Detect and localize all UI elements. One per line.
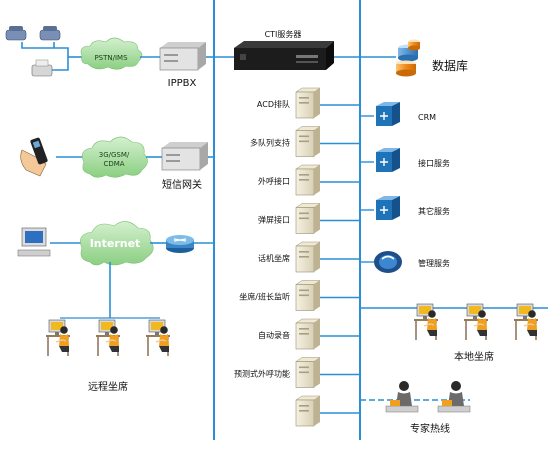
service-label: 管理服务 xyxy=(418,258,450,268)
database-icon xyxy=(396,39,420,77)
local-seat-workstation xyxy=(413,303,439,341)
module-server-icon xyxy=(295,280,321,311)
sms-gateway-label: 短信网关 xyxy=(162,178,202,191)
internet-cloud-label: Internet xyxy=(90,237,141,250)
module-row: 自动录音 xyxy=(258,318,360,350)
expert-seat-icon xyxy=(437,381,471,413)
remote-seat-workstation xyxy=(45,319,71,357)
service-switch-icon xyxy=(376,196,400,220)
module-label: 自动录音 xyxy=(258,330,290,340)
cti-server-rack-icon xyxy=(234,41,334,70)
module-label: 多队列支持 xyxy=(250,138,290,148)
local-seat-workstation xyxy=(463,303,489,341)
phone-icon xyxy=(5,26,27,41)
local-seats-label: 本地坐席 xyxy=(454,350,494,363)
module-label: 预测式外呼功能 xyxy=(234,369,290,379)
module-server-icon xyxy=(295,87,321,119)
module-server-icon xyxy=(295,164,321,196)
module-server-icon xyxy=(295,357,321,388)
management-service-icon xyxy=(374,251,402,273)
mobile-phone-icon xyxy=(20,137,48,177)
pstn-cloud: PSTN/IMS xyxy=(80,37,143,70)
remote-seat-workstation xyxy=(145,319,171,357)
module-label: ACD排队 xyxy=(257,99,290,109)
service-row: CRM xyxy=(360,102,436,126)
pstn-cloud-label: PSTN/IMS xyxy=(94,54,128,62)
module-row: 外呼接口 xyxy=(258,164,360,196)
module-server-icon xyxy=(295,203,321,234)
computer-icon xyxy=(17,227,51,257)
module-server-icon xyxy=(295,318,321,350)
module-server-icon xyxy=(295,395,321,427)
service-label: CRM xyxy=(418,113,436,122)
fax-icon xyxy=(31,59,53,77)
module-row: ACD排队 xyxy=(257,87,360,119)
service-row: 接口服务 xyxy=(360,148,450,172)
phone-icon xyxy=(39,26,61,41)
ippbx-label: IPPBX xyxy=(168,78,197,89)
mobile-network-cloud: 3G/GSM/ CDMA xyxy=(81,136,148,178)
module-label: 外呼接口 xyxy=(258,176,290,186)
module-row: 多队列支持 xyxy=(250,126,360,157)
module-server-icon xyxy=(295,126,321,157)
expert-hotline-label: 专家热线 xyxy=(410,422,450,435)
mobile-cloud-line-1: 3G/GSM/ xyxy=(99,151,130,159)
module-label: 话机坐席 xyxy=(258,253,290,263)
service-switch-icon xyxy=(376,148,400,172)
service-switch-icon xyxy=(376,102,400,126)
expert-seat-icon xyxy=(385,381,419,413)
service-label: 其它服务 xyxy=(418,206,450,216)
service-row: 管理服务 xyxy=(360,251,450,273)
database-label: 数据库 xyxy=(432,58,468,73)
router-icon xyxy=(166,235,194,253)
internet-cloud: Internet xyxy=(80,221,154,266)
service-label: 接口服务 xyxy=(418,158,450,168)
module-row: 话机坐席 xyxy=(258,241,360,273)
sms-gateway-server-icon xyxy=(161,142,208,171)
local-seat-workstation xyxy=(513,303,539,341)
module-row: 预测式外呼功能 xyxy=(234,357,360,388)
module-row: 坐席/班长监听 xyxy=(239,280,360,311)
cti-server-label: CTI服务器 xyxy=(265,29,302,39)
mobile-cloud-line-2: CDMA xyxy=(103,160,124,168)
remote-seat-workstation xyxy=(95,319,121,357)
service-row: 其它服务 xyxy=(360,196,450,220)
module-server-icon xyxy=(295,241,321,273)
module-label: 坐席/班长监听 xyxy=(239,292,290,302)
phone-link-line xyxy=(21,42,69,71)
module-row: 弹屏接口 xyxy=(258,203,360,234)
module-label: 弹屏接口 xyxy=(258,215,290,225)
module-row xyxy=(295,395,360,427)
remote-seats-label: 远程坐席 xyxy=(88,380,128,393)
ippbx-server-icon xyxy=(159,42,206,71)
